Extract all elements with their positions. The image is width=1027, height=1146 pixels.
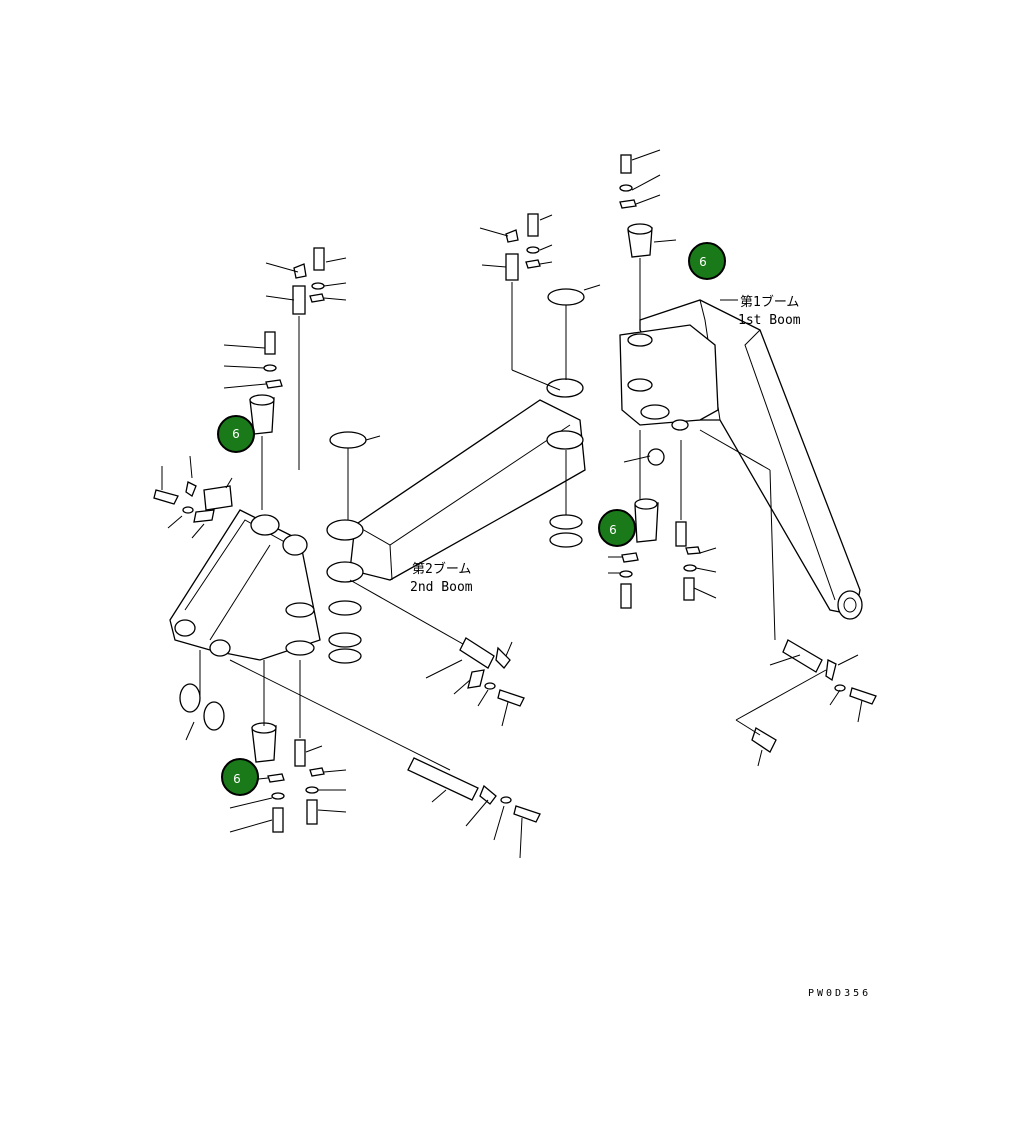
first-boom-pin: [699, 429, 877, 767]
bottom-long-pin: [407, 757, 541, 859]
first-boom-label-jp: 第1ブーム: [740, 294, 799, 310]
callout-marker[interactable]: 6: [217, 415, 255, 453]
first-boom-label-en: 1st Boom: [738, 313, 801, 328]
swing-bracket-bottom-hardware: [229, 660, 347, 833]
callout-marker[interactable]: 6: [221, 758, 259, 796]
callout-number: 6: [699, 255, 707, 269]
first-boom-lower-hardware: [608, 430, 717, 609]
second-boom-top-hardware: [479, 213, 561, 391]
first-boom-top-hardware: [619, 149, 677, 330]
second-boom: [326, 284, 601, 583]
second-boom-label-jp: 第2ブーム: [412, 561, 471, 577]
callout-number: 6: [233, 772, 241, 786]
swing-bracket-side-hardware: [153, 455, 233, 741]
callout-number: 6: [232, 427, 240, 441]
swing-bracket-top-hardware: [223, 247, 347, 510]
second-boom-label-en: 2nd Boom: [410, 580, 473, 595]
drawing-code: PW0D356: [808, 988, 871, 999]
first-boom: [619, 299, 863, 620]
second-boom-pin: [349, 579, 525, 727]
first-boom-label: 第1ブーム 1st Boom: [720, 294, 801, 328]
callout-marker[interactable]: 6: [688, 242, 726, 280]
second-boom-label: 第2ブーム 2nd Boom: [410, 561, 473, 595]
swing-bracket: [169, 509, 451, 771]
callout-marker[interactable]: 6: [598, 509, 636, 547]
callout-number: 6: [609, 523, 617, 537]
